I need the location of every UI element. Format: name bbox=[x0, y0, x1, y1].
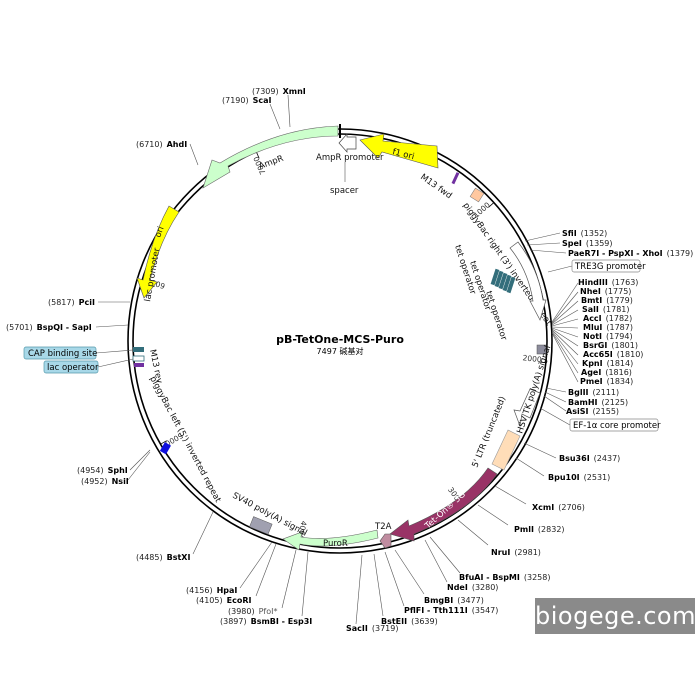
cap-box-label: CAP binding site bbox=[28, 349, 97, 359]
site-xmni: (7309)XmnI bbox=[252, 87, 306, 96]
lac-operator-mark bbox=[132, 355, 145, 362]
ampr-promoter-label: AmpR promoter bbox=[316, 153, 384, 163]
site-pflfi: PflFI - Tth111I(3547) bbox=[404, 606, 498, 615]
tick-label: 2000 bbox=[522, 353, 542, 364]
ltr-arrow bbox=[491, 429, 521, 471]
site-bglii: BglII(2111) bbox=[568, 388, 619, 397]
site-bmgbi: BmgBI(3477) bbox=[424, 596, 484, 605]
site-sacii: SacII(3719) bbox=[346, 624, 398, 633]
site-agei: AgeI(1816) bbox=[581, 368, 632, 377]
site-bspqi: (5701)BspQI - SapI bbox=[6, 323, 92, 332]
t2a-mark bbox=[379, 533, 392, 549]
site-nhei: NheI(1775) bbox=[580, 287, 631, 296]
cap-box: CAP binding site bbox=[23, 346, 134, 360]
site-noti: NotI(1794) bbox=[583, 332, 633, 341]
ori-arrow bbox=[136, 205, 180, 299]
ef1a-box: EF-1α core promoter bbox=[539, 407, 661, 432]
site-acci: AccI(1782) bbox=[583, 314, 632, 323]
site-pmei: PmeI(1834) bbox=[580, 377, 633, 386]
site-pmli: PmlI(2832) bbox=[514, 525, 565, 534]
piggybac-right-mark bbox=[469, 187, 485, 203]
tre3g-box: TRE3G promoter bbox=[547, 259, 646, 273]
site-nrui: NruI(2981) bbox=[491, 548, 541, 557]
site-bpu10i: Bpu10I(2531) bbox=[548, 473, 610, 482]
tick-mark bbox=[488, 202, 495, 208]
site-mlui: MluI(1787) bbox=[583, 323, 633, 332]
tick-mark bbox=[160, 440, 167, 445]
site-acc65i: Acc65I(1810) bbox=[583, 350, 643, 359]
site-sali: SalI(1781) bbox=[582, 305, 630, 314]
f1-ori-arrow bbox=[359, 133, 439, 169]
site-pcii: (5817)PciI bbox=[48, 298, 95, 307]
puror-label: PuroR bbox=[323, 539, 348, 549]
m13-fwd-mark bbox=[451, 172, 460, 185]
site-nsii: (4952)NsiI bbox=[81, 477, 129, 486]
site-ecori: (4105)EcoRI bbox=[196, 596, 251, 605]
sv40-mark bbox=[249, 516, 273, 535]
site-pfoi: (3980)PfoI* bbox=[228, 607, 278, 616]
lac-operator-box-label: lac operator bbox=[47, 363, 99, 373]
piggybac-left-mark bbox=[159, 442, 171, 455]
site-sfii: SfiI(1352) bbox=[562, 229, 607, 238]
lac-operator-box: lac operator bbox=[43, 358, 134, 374]
site-bsmbi: (3897)BsmBI - Esp3I bbox=[220, 617, 312, 626]
tet-operator-blocks bbox=[490, 268, 516, 294]
ampr-arrow bbox=[202, 125, 339, 189]
cap-site-mark bbox=[133, 347, 144, 352]
m13-fwd-label: M13 fwd bbox=[418, 172, 453, 201]
site-hindiii: HindIII(1763) bbox=[578, 278, 638, 287]
site-asisi: AsiSI(2155) bbox=[566, 407, 619, 416]
ampr-label: AmpR bbox=[258, 154, 285, 172]
sv40-label: SV40 poly(A) signal bbox=[231, 491, 309, 539]
m13-rev-mark bbox=[134, 363, 144, 367]
site-kpni: KpnI(1814) bbox=[582, 359, 633, 368]
site-bsrgi: BsrGI(1801) bbox=[583, 341, 638, 350]
plasmid-size: 7497 碱基对 bbox=[317, 346, 364, 356]
watermark: biogege.com bbox=[535, 598, 695, 634]
site-bsu36i: Bsu36I(2437) bbox=[559, 454, 620, 463]
site-bfuai: BfuAI - BspMI(3258) bbox=[459, 573, 550, 582]
plasmid-name: pB-TetOne-MCS-Puro bbox=[276, 333, 404, 346]
tre3g-box-label: TRE3G promoter bbox=[574, 262, 646, 272]
site-xhoi: PaeR7I - PspXI - XhoI(1379) bbox=[568, 249, 693, 258]
hsv-tk-arrow bbox=[513, 388, 541, 428]
sites-right: SfiI(1352) SpeI(1359) PaeR7I - PspXI - X… bbox=[346, 229, 693, 633]
site-ahdi: (6710)AhdI bbox=[136, 140, 187, 149]
site-xcmi: XcmI(2706) bbox=[532, 503, 585, 512]
site-scai: (7190)ScaI bbox=[222, 96, 272, 105]
site-bstxi: (4485)BstXI bbox=[136, 553, 190, 562]
spacer-label: spacer bbox=[330, 186, 359, 196]
tet-on-arrow bbox=[389, 467, 498, 542]
ori-label: ori bbox=[153, 225, 166, 239]
mcs-leaders bbox=[551, 282, 579, 383]
tick-mark bbox=[538, 361, 546, 364]
ef1a-box-label: EF-1α core promoter bbox=[573, 421, 661, 431]
site-ndei: NdeI(3280) bbox=[447, 583, 498, 592]
site-bmti: BmtI(1779) bbox=[581, 296, 633, 305]
site-hpai: (4156)HpaI bbox=[186, 586, 237, 595]
site-bamhi: BamHI(2125) bbox=[568, 398, 628, 407]
gray-feature-mark bbox=[536, 344, 547, 355]
tre3g-arrow bbox=[509, 241, 547, 321]
puror-arrow bbox=[282, 529, 379, 551]
sites-left: (7309)XmnI (7190)ScaI (6710)AhdI (5817)P… bbox=[6, 87, 312, 626]
tet-operator-label-3: tet operator bbox=[483, 290, 508, 342]
ampr-promoter-arrow bbox=[338, 133, 357, 153]
site-spei: SpeI(1359) bbox=[562, 239, 613, 248]
site-bsteii: BstEII(3639) bbox=[381, 617, 438, 626]
tick-mark bbox=[255, 151, 260, 159]
site-sphi: (4954)SphI bbox=[77, 466, 128, 475]
t2a-label: T2A bbox=[374, 522, 392, 532]
